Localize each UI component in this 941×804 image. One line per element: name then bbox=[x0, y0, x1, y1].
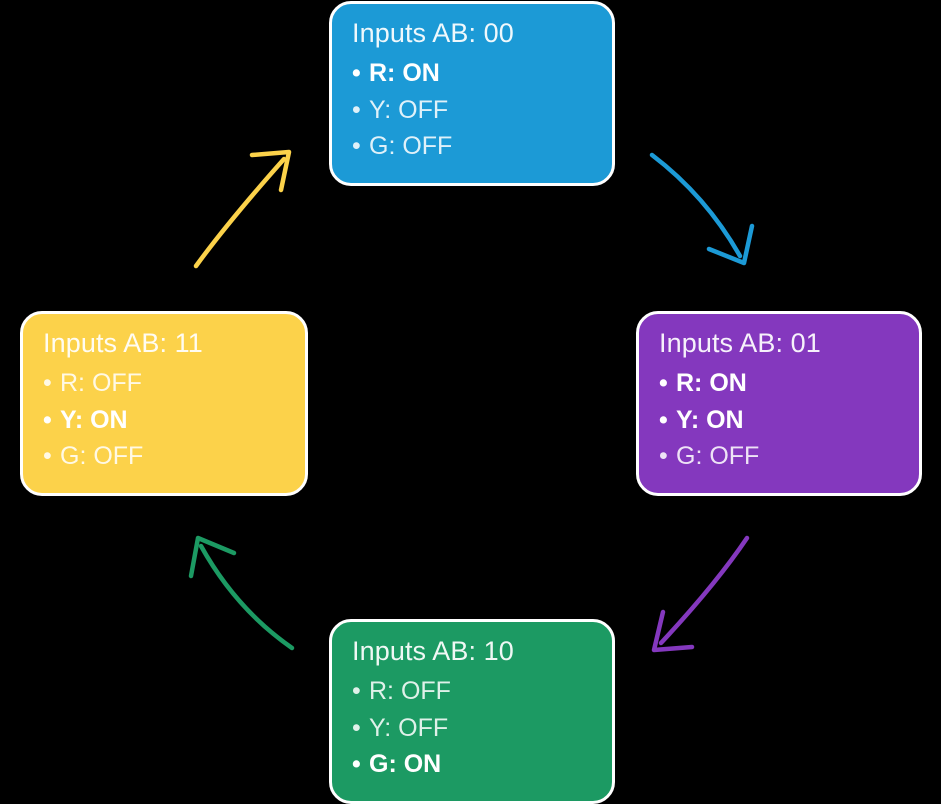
signal-row-g: • G: OFF bbox=[659, 438, 899, 475]
signal-row-g: • G: ON bbox=[352, 746, 592, 783]
bullet-icon: • bbox=[43, 369, 52, 398]
signal-label: R: ON bbox=[369, 59, 440, 88]
signal-row-r: • R: OFF bbox=[352, 673, 592, 710]
signal-list: • R: ON • Y: ON • G: OFF bbox=[659, 365, 899, 475]
signal-list: • R: OFF • Y: ON • G: OFF bbox=[43, 365, 285, 475]
signal-row-r: • R: ON bbox=[352, 55, 592, 92]
signal-label: Y: OFF bbox=[369, 713, 449, 742]
bullet-icon: • bbox=[352, 95, 361, 124]
signal-row-r: • R: ON bbox=[659, 365, 899, 402]
signal-list: • R: OFF • Y: OFF • G: ON bbox=[352, 673, 592, 783]
signal-row-y: • Y: ON bbox=[659, 402, 899, 439]
state-title: Inputs AB: 10 bbox=[352, 636, 514, 666]
signal-row-y: • Y: OFF bbox=[352, 92, 592, 129]
arrow-top-to-right bbox=[649, 152, 755, 266]
arrow-left-to-top bbox=[193, 149, 292, 269]
bullet-icon: • bbox=[352, 677, 361, 706]
state-node-01[interactable]: Inputs AB: 01 • R: ON • Y: ON • G: OFF bbox=[636, 311, 922, 496]
bullet-icon: • bbox=[659, 369, 668, 398]
bullet-icon: • bbox=[659, 405, 668, 434]
arrow-right-to-bottom bbox=[651, 535, 750, 653]
state-node-00[interactable]: Inputs AB: 00 • R: ON • Y: OFF • G: OFF bbox=[329, 1, 615, 186]
bullet-icon: • bbox=[352, 59, 361, 88]
bullet-icon: • bbox=[659, 442, 668, 471]
state-title: Inputs AB: 01 bbox=[659, 328, 821, 358]
signal-row-g: • G: OFF bbox=[43, 438, 285, 475]
signal-label: R: OFF bbox=[369, 677, 451, 706]
signal-label: Y: OFF bbox=[369, 95, 449, 124]
bullet-icon: • bbox=[352, 713, 361, 742]
bullet-icon: • bbox=[43, 442, 52, 471]
signal-row-g: • G: OFF bbox=[352, 128, 592, 165]
state-title: Inputs AB: 11 bbox=[43, 328, 203, 358]
signal-label: G: ON bbox=[369, 750, 442, 779]
bullet-icon: • bbox=[352, 132, 361, 161]
signal-row-r: • R: OFF bbox=[43, 365, 285, 402]
arrow-bottom-to-left bbox=[188, 535, 295, 651]
signal-row-y: • Y: ON bbox=[43, 402, 285, 439]
bullet-icon: • bbox=[43, 405, 52, 434]
signal-list: • R: ON • Y: OFF • G: OFF bbox=[352, 55, 592, 165]
bullet-icon: • bbox=[352, 750, 361, 779]
signal-label: R: OFF bbox=[60, 369, 142, 398]
signal-label: G: OFF bbox=[676, 442, 760, 471]
signal-label: R: ON bbox=[676, 369, 747, 398]
signal-row-y: • Y: OFF bbox=[352, 710, 592, 747]
state-title: Inputs AB: 00 bbox=[352, 18, 514, 48]
signal-label: G: OFF bbox=[60, 442, 144, 471]
signal-label: G: OFF bbox=[369, 132, 453, 161]
signal-label: Y: ON bbox=[60, 405, 128, 434]
state-node-10[interactable]: Inputs AB: 10 • R: OFF • Y: OFF • G: ON bbox=[329, 619, 615, 804]
state-node-11[interactable]: Inputs AB: 11 • R: OFF • Y: ON • G: OFF bbox=[20, 311, 308, 496]
signal-label: Y: ON bbox=[676, 405, 744, 434]
